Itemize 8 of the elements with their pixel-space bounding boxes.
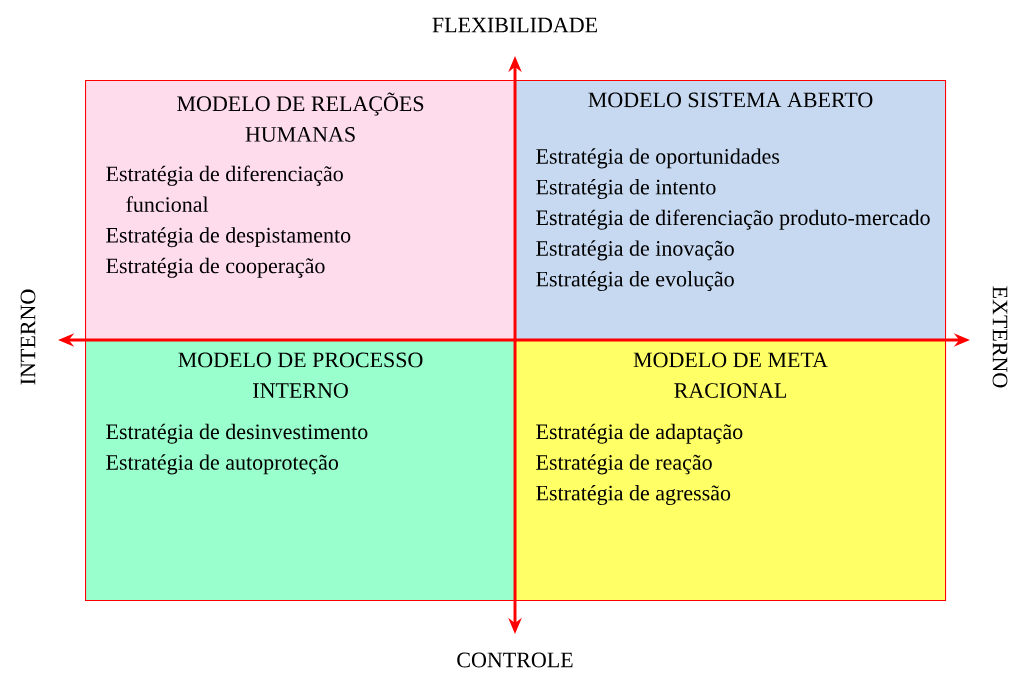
- quadrant-box: MODELO DE RELAÇÕES HUMANAS Estratégia de diferenciação funcional Estratégia de despistamento Estratégia de cooperação: [85, 80, 517, 342]
- axis-label: EXTERNO: [992, 286, 1008, 388]
- quadrant-box: MODELO DE PROCESSO INTERNO Estratégia de desinvestimento Estratégia de autoproteção: [85, 340, 517, 602]
- quadrant-box: MODELO DE META RACIONAL Estratégia de adaptação Estratégia de reação Estratégia de agressão: [515, 340, 947, 602]
- quadrant-box: MODELO SISTEMA ABERTO Estratégia de oportunidades Estratégia de intento Estratégia de diferenciação produto-mercado Estratégia de inovação Estratégia de evolução: [515, 80, 947, 342]
- axis-label: CONTROLE: [457, 652, 573, 668]
- axis-label: INTERNO: [20, 289, 36, 385]
- axis-label: FLEXIBILIDADE: [432, 17, 597, 33]
